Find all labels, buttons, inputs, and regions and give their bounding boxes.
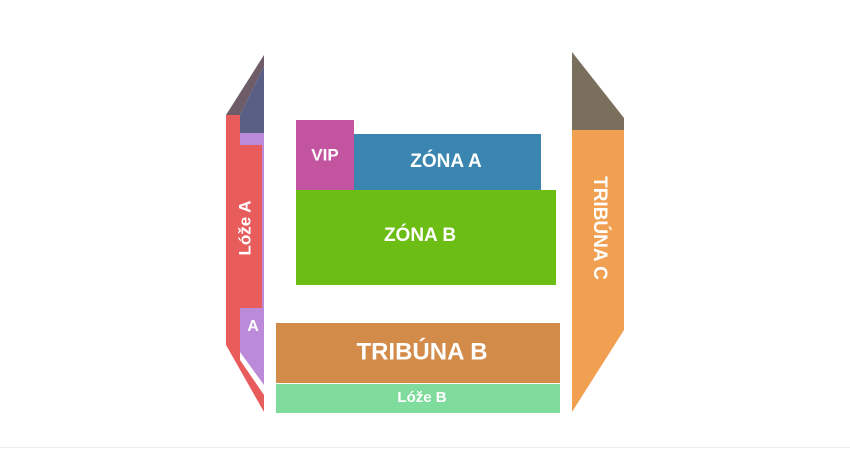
- section-loze-a[interactable]: Lóže A: [226, 55, 264, 412]
- zona-a-label: ZÓNA A: [410, 150, 482, 172]
- zona-b-label: ZÓNA B: [384, 224, 456, 246]
- section-tribuna-c[interactable]: TRIBÚNA C: [572, 52, 624, 412]
- tribuna-b-label: TRIBÚNA B: [356, 337, 487, 365]
- section-loze-a-small[interactable]: A: [240, 66, 264, 385]
- section-zona-b[interactable]: ZÓNA B: [296, 190, 556, 285]
- section-loze-b[interactable]: Lóže B: [276, 384, 560, 413]
- loze-a-small-cap: [240, 66, 264, 133]
- zona-b-shape: [296, 190, 556, 285]
- tribuna-c-cap: [572, 52, 624, 130]
- section-tribuna-b[interactable]: TRIBÚNA B: [276, 323, 560, 383]
- tribuna-c-label: TRIBÚNA C: [589, 176, 611, 280]
- vip-label: VIP: [311, 145, 338, 164]
- loze-b-label: Lóže B: [397, 389, 446, 406]
- section-zona-a[interactable]: ZÓNA A: [354, 134, 541, 190]
- loze-a-label: Lóže A: [235, 200, 254, 255]
- bottom-divider: [0, 447, 850, 448]
- loze-b-shape: [276, 384, 560, 413]
- vip-shape: [296, 120, 354, 190]
- loze-a-small-label: A: [247, 318, 259, 335]
- section-vip[interactable]: VIP: [296, 120, 354, 190]
- loze-a-cap: [226, 55, 264, 115]
- zona-a-shape: [354, 134, 541, 190]
- tribuna-c-shape: [572, 130, 624, 412]
- loze-a-small-shape: [240, 133, 264, 385]
- tribuna-b-shape: [276, 323, 560, 383]
- loze-a-shape: [226, 115, 264, 412]
